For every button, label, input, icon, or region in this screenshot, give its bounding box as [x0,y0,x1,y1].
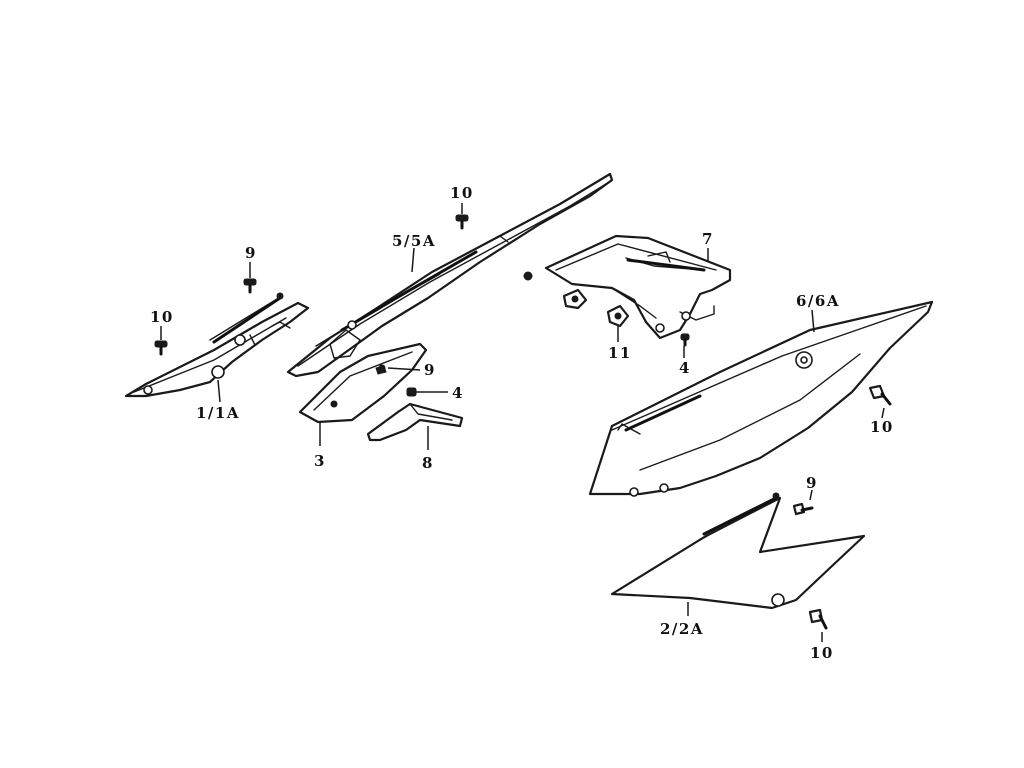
screw-4-right [680,333,690,347]
nut-11-right [606,304,630,328]
part-1-1a-left-rail-cover [124,292,310,398]
callout-1-1a: 1/1A [196,404,240,422]
callout-labels: 10 5/5A 7 9 10 1/1A 9 4 3 8 11 4 6/6A 10… [150,184,894,662]
callout-6-6a: 6/6A [796,292,840,310]
callout-9-left: 9 [245,244,257,262]
screw-4-mid [406,387,417,397]
part-6-6a-side-cover [588,300,934,497]
leader-lines [160,203,885,642]
part-8-bracket [366,402,464,442]
screw-10-right [868,384,892,406]
callout-10-left: 10 [150,308,174,326]
screw-9-right [792,502,814,516]
callout-5-5a: 5/5A [392,232,436,250]
callout-10-bottom: 10 [810,644,834,662]
screw-clip-top-left [523,271,533,281]
nut-11-left [562,288,588,310]
callout-3: 3 [314,452,326,470]
screw-9-mid [375,365,387,375]
part-5-5a-upper-rail [286,172,614,378]
part-2-2a-lower-panel [610,492,866,610]
screw-10-top [455,214,469,230]
callout-4-mid: 4 [452,384,464,402]
callout-9-mid: 9 [424,361,436,379]
callout-8: 8 [422,454,434,472]
callout-7: 7 [702,230,714,248]
screw-10-bottom [808,608,828,630]
callout-11: 11 [608,344,632,362]
callout-2-2a: 2/2A [660,620,704,638]
callout-10-top: 10 [450,184,474,202]
callout-10-right: 10 [870,418,894,436]
screw-9-left [243,278,257,294]
callout-4-right: 4 [679,359,691,377]
part-7-frame-bracket [544,234,732,340]
callout-9-right: 9 [806,474,818,492]
screw-10-left [154,340,168,356]
